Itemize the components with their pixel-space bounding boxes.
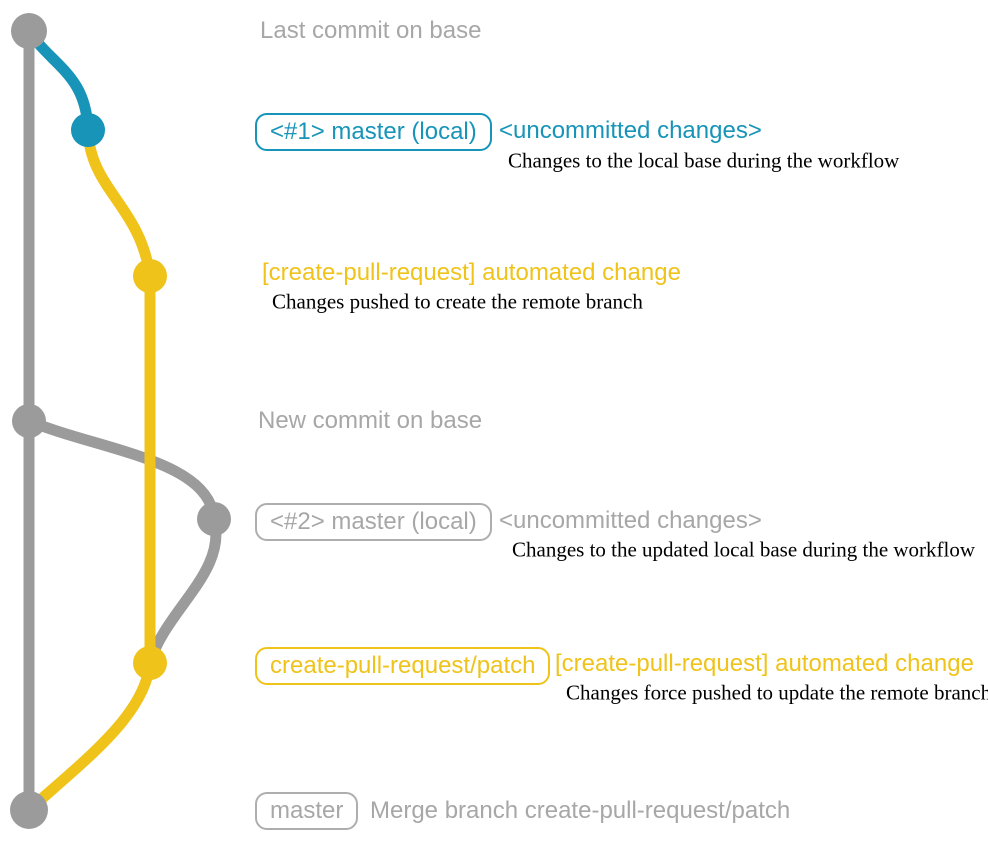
commit-node-local-master-2: [197, 502, 231, 536]
commit-node-last-base: [11, 13, 47, 49]
commit-node-merge: [10, 791, 48, 829]
commit-node-new-base: [12, 404, 46, 438]
desc-force-pushed-update-remote: Changes force pushed to update the remot…: [566, 680, 988, 705]
branch-badge-master-local-1: <#1> master (local): [255, 113, 492, 151]
label-new-commit-on-base: New commit on base: [258, 406, 483, 434]
branch-badge-create-pull-request-patch: create-pull-request/patch: [255, 647, 551, 685]
label-uncommitted-changes-1: <uncommitted changes>: [499, 116, 762, 144]
desc-local-base-changes-1: Changes to the local base during the wor…: [508, 148, 900, 173]
rebase-edge-out: [23, 415, 220, 525]
commit-node-local-master-1: [71, 113, 105, 147]
label-last-commit-on-base: Last commit on base: [260, 16, 482, 44]
patch-branch-edge: [82, 124, 156, 282]
desc-pushed-create-remote: Changes pushed to create the remote bran…: [272, 289, 643, 314]
commit-node-automated-change-1: [133, 259, 167, 293]
commit-node-automated-change-2: [133, 646, 167, 680]
label-uncommitted-changes-2: <uncommitted changes>: [499, 506, 762, 534]
branch-badge-master-local-2: <#2> master (local): [255, 503, 492, 541]
label-merge-branch: Merge branch create-pull-request/patch: [370, 796, 791, 824]
label-automated-change-1: [create-pull-request] automated change: [262, 258, 681, 286]
label-automated-change-2: [create-pull-request] automated change: [555, 649, 974, 677]
merge-edge: [23, 657, 156, 816]
branch-badge-master: master: [255, 792, 359, 830]
desc-local-base-changes-2: Changes to the updated local base during…: [512, 537, 976, 562]
rebase-edge-in: [144, 513, 222, 669]
